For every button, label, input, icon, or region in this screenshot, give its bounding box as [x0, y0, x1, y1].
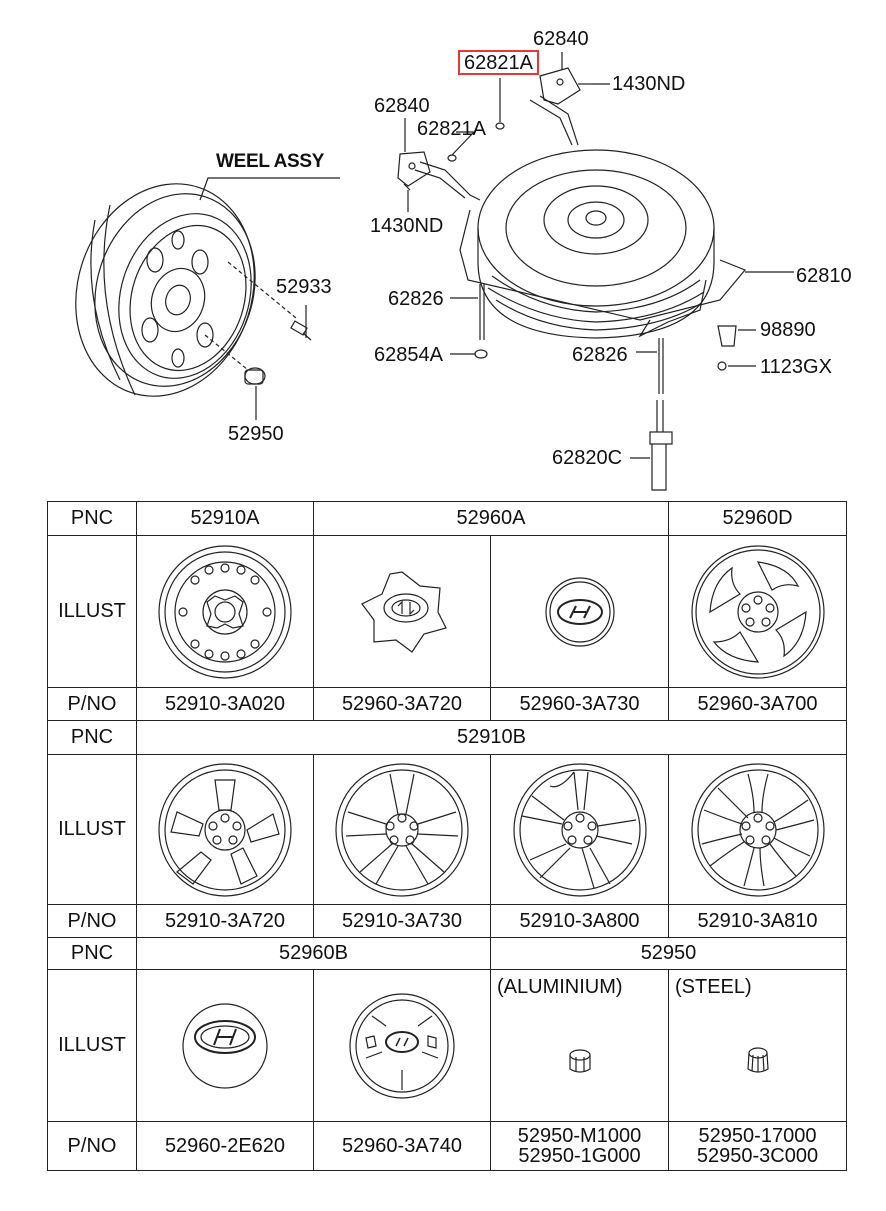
pnc-cell: 52960B: [136, 937, 491, 970]
illust-cell: [313, 754, 491, 905]
bracket-left-icon: [397, 151, 431, 187]
illust-label: ILLUST: [47, 969, 137, 1122]
lug-nut-icon: [746, 1046, 769, 1073]
pno-line: 52950-M1000: [517, 1125, 642, 1147]
alloy-wheel-6spoke-icon: [690, 762, 825, 897]
illust-label: ILLUST: [47, 754, 137, 905]
wheel-assy-icon: [75, 183, 256, 397]
pno-cell: 52910-3A720: [136, 904, 314, 938]
pnc-cell: 52960A: [313, 501, 669, 536]
section2-pnc-row: PNC 52910B: [47, 720, 847, 755]
label-62821A-highlighted[interactable]: 62821A: [458, 50, 539, 75]
label-52933: 52933: [276, 276, 332, 298]
parts-table: PNC 52910A 52960A 52960D ILLUST: [47, 501, 847, 1171]
pno-cell: 52960-2E620: [136, 1121, 314, 1171]
jack-handle-icon: [649, 400, 673, 491]
exploded-diagram: WEEL ASSY 62840 62821A 1430ND 62840 6282…: [0, 0, 886, 500]
pnc-cell: 52910B: [136, 720, 847, 755]
plug-icon: [717, 325, 737, 347]
alloy-wheel-5split-icon: [512, 762, 647, 897]
steel-wheel-icon: [158, 544, 292, 679]
pno-cell: 52910-3A020: [136, 687, 314, 721]
pno-cell: 52960-3A720: [313, 687, 491, 721]
illust-cell: [136, 535, 314, 688]
illust-label: ILLUST: [47, 535, 137, 688]
pno-label: P/NO: [47, 904, 137, 938]
pno-line: 52950-17000: [698, 1125, 817, 1147]
section2-pno-row: P/NO 52910-3A720 52910-3A730 52910-3A800…: [47, 904, 847, 938]
label-1430ND-top: 1430ND: [612, 73, 686, 95]
hyundai-cap-icon: [544, 576, 615, 647]
illust-cell: [668, 535, 847, 688]
label-weel-assy: WEEL ASSY: [216, 151, 325, 172]
bracket-top-icon: [539, 67, 581, 105]
illust-cell: (ALUMINIUM): [490, 969, 669, 1122]
spare-tire-icon: [477, 149, 715, 339]
pno-cell: 52910-3A730: [313, 904, 491, 938]
steel-note: (STEEL): [675, 976, 752, 998]
lug-nut-icon: [568, 1048, 591, 1073]
pno-label: P/NO: [47, 1121, 137, 1171]
pnc-cell: 52950: [490, 937, 847, 970]
label-62840-top: 62840: [533, 28, 589, 50]
label-62810: 62810: [796, 265, 852, 287]
hubcap-center-icon: [361, 570, 447, 653]
label-62820C: 62820C: [552, 447, 623, 469]
aluminium-note: (ALUMINIUM): [497, 976, 623, 998]
center-cap-icon: [349, 992, 455, 1099]
section1-illust-row: ILLUST: [47, 535, 847, 688]
pno-cell: 52960-3A740: [313, 1121, 491, 1171]
label-62854A: 62854A: [374, 344, 443, 366]
hyundai-cap-icon: [182, 1002, 268, 1089]
pno-cell: 52960-3A730: [490, 687, 669, 721]
illust-cell: [313, 535, 491, 688]
pno-line: 52950-1G000: [518, 1145, 641, 1167]
pnc-label: PNC: [47, 937, 137, 970]
section2-illust-row: ILLUST: [47, 754, 847, 905]
pno-line: 52950-3C000: [696, 1145, 819, 1167]
illust-cell: [136, 969, 314, 1122]
pnc-label: PNC: [47, 501, 137, 536]
label-62840-left: 62840: [374, 95, 430, 117]
label-98890: 98890: [760, 319, 816, 341]
label-1123GX: 1123GX: [760, 356, 832, 378]
section3-pnc-row: PNC 52960B 52950: [47, 937, 847, 970]
label-1430ND-left: 1430ND: [370, 215, 444, 237]
section1-pnc-row: PNC 52910A 52960A 52960D: [47, 501, 847, 536]
label-62821A-mid: 62821A: [417, 118, 486, 140]
label-52950: 52950: [228, 423, 284, 445]
illust-cell: [668, 754, 847, 905]
illust-cell: [490, 754, 669, 905]
alloy-wheel-10spoke-icon: [335, 762, 469, 897]
label-62826-a: 62826: [388, 288, 444, 310]
spare-tire-diagram-drawing: [75, 52, 794, 491]
screw-icon: [717, 361, 727, 371]
pno-cell-pair: 52950-17000 52950-3C000: [668, 1121, 847, 1171]
illust-cell: (STEEL): [668, 969, 847, 1122]
wheel-cover-icon: [690, 544, 825, 679]
pnc-label: PNC: [47, 720, 137, 755]
valve-stem-icon: [290, 320, 312, 341]
label-62826-b: 62826: [572, 344, 628, 366]
illust-cell: [490, 535, 669, 688]
section3-pno-row: P/NO 52960-2E620 52960-3A740 52950-M1000…: [47, 1121, 847, 1171]
pno-cell: 52910-3A800: [490, 904, 669, 938]
illust-cell: [136, 754, 314, 905]
lug-nut-diagram-icon: [244, 367, 266, 385]
section3-illust-row: ILLUST (ALUMINIUM): [47, 969, 847, 1122]
pno-label: P/NO: [47, 687, 137, 721]
illust-cell: [313, 969, 491, 1122]
pno-cell: 52960-3A700: [668, 687, 847, 721]
pnc-cell: 52910A: [136, 501, 314, 536]
pno-cell-pair: 52950-M1000 52950-1G000: [490, 1121, 669, 1171]
pnc-cell: 52960D: [668, 501, 847, 536]
section1-pno-row: P/NO 52910-3A020 52960-3A720 52960-3A730…: [47, 687, 847, 721]
pno-cell: 52910-3A810: [668, 904, 847, 938]
alloy-wheel-5spoke-icon: [158, 762, 292, 897]
